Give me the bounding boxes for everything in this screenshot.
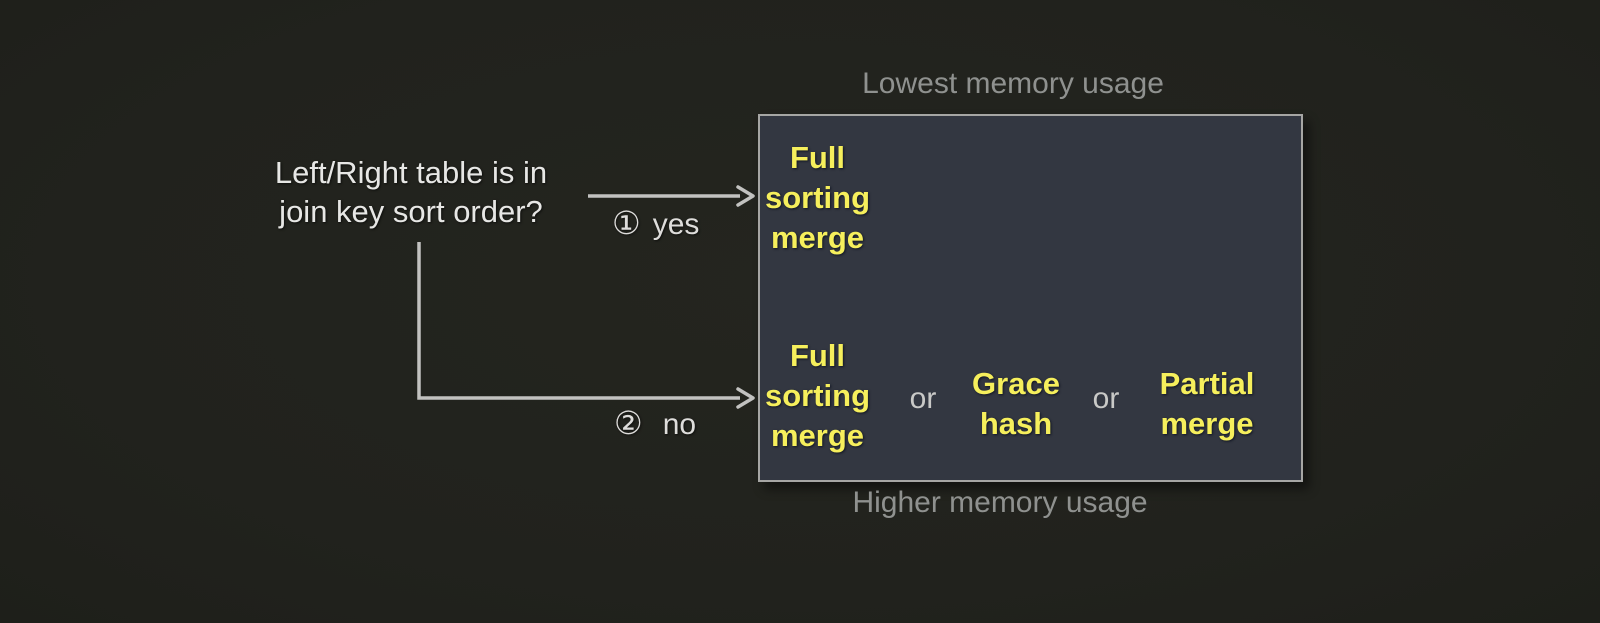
question-line-2: join key sort order?: [279, 194, 543, 229]
branch-text-yes: yes: [652, 208, 700, 241]
branch-text-no: no: [662, 408, 697, 441]
or-separator-2: or: [1092, 382, 1120, 415]
question-text: Left/Right table is in join key sort ord…: [275, 153, 547, 231]
algorithm-full-sorting-merge-unsorted: Full sorting merge: [764, 338, 871, 453]
or-separator-1: or: [909, 382, 937, 415]
caption-higher-memory: Higher memory usage: [852, 486, 1148, 519]
algorithm-full-sorting-merge-sorted: Full sorting merge: [764, 140, 871, 255]
caption-lowest-memory: Lowest memory usage: [862, 67, 1164, 100]
no-arrow-head: [736, 387, 755, 409]
question-line-1: Left/Right table is in: [274, 155, 548, 190]
branch-label-yes: ① yes: [612, 204, 699, 242]
branch-number-no: ②: [614, 405, 643, 441]
algorithm-partial-merge: Partial merge: [1159, 366, 1255, 441]
algorithm-grace-hash: Grace hash: [972, 366, 1060, 441]
branch-number-yes: ①: [612, 205, 641, 241]
yes-arrow-head: [736, 185, 755, 207]
algorithms-box: Full sorting merge Full sorting merge or…: [758, 114, 1303, 482]
branch-label-no: ② no: [614, 404, 696, 442]
no-arrow-line: [417, 242, 740, 400]
